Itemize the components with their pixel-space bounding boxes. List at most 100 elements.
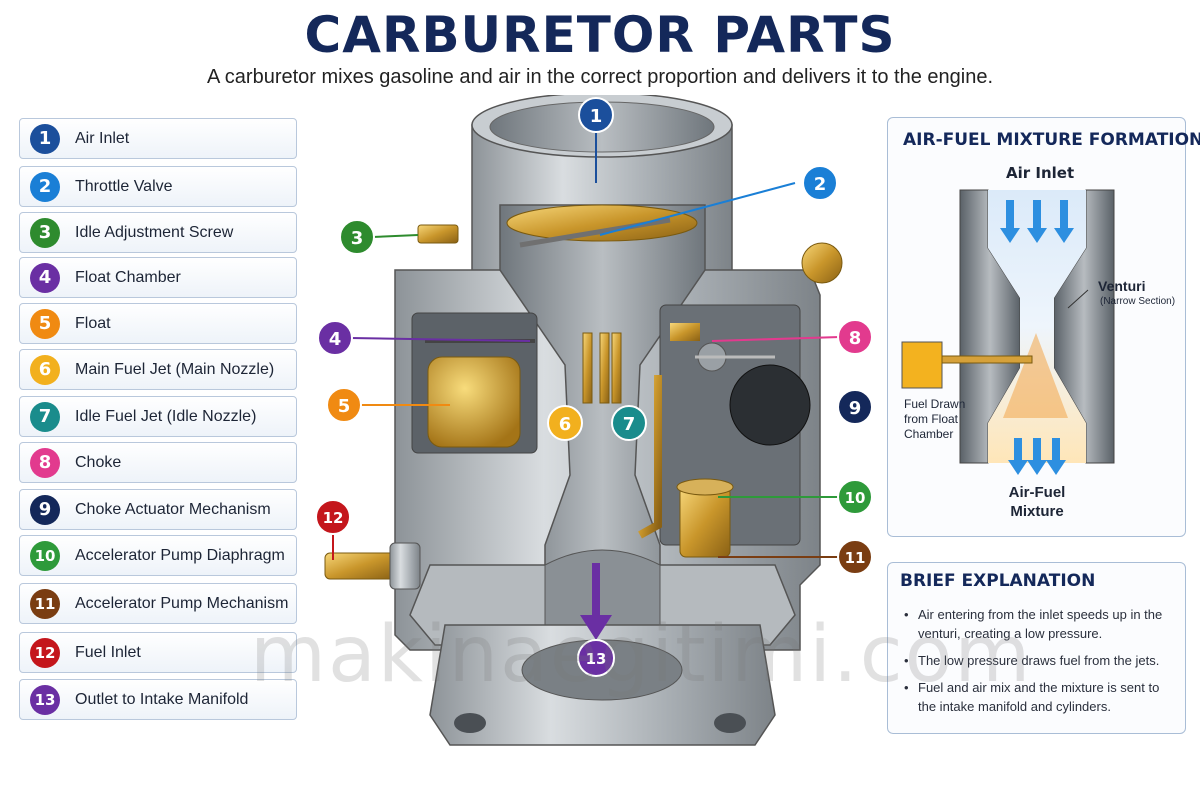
diagram-badge-7: 7 <box>611 405 647 441</box>
svg-text:5: 5 <box>338 396 351 417</box>
diagram-badge-13: 13 <box>577 639 615 677</box>
throttle-shaft <box>519 217 671 248</box>
svg-text:10: 10 <box>845 489 866 507</box>
mixture-formation-panel: AIR-FUEL MIXTURE FORMATION <box>887 117 1200 537</box>
legend-label-11: Accelerator Pump Mechanism <box>75 594 289 612</box>
mix-label-line-1: Air-Fuel <box>1008 484 1066 501</box>
legend-item-8: 8 Choke <box>19 442 297 483</box>
fuel-jets <box>582 332 622 404</box>
page-subtitle: A carburetor mixes gasoline and air in t… <box>207 66 993 88</box>
badge-11: 11 <box>30 588 60 619</box>
legend-label-12: Fuel Inlet <box>75 643 141 661</box>
legend-item-6: 6 Main Fuel Jet (Main Nozzle) <box>19 349 297 390</box>
fuel-label-line-2: from Float <box>904 412 959 426</box>
badge-7: 7 <box>30 401 60 432</box>
air-inlet-label: Air Inlet <box>1006 164 1075 182</box>
venturi-illustration <box>901 189 1115 475</box>
explanation-list: Air entering from the inlet speeds up in… <box>902 605 1177 724</box>
legend-item-4: 4 Float Chamber <box>19 257 297 298</box>
legend-item-10: 10 Accelerator Pump Diaphragm <box>19 535 297 576</box>
legend-label-8: Choke <box>75 453 122 471</box>
badge-3: 3 <box>30 217 60 248</box>
diagram-badge-5: 5 <box>326 387 362 423</box>
legend-label-4: Float Chamber <box>75 268 181 286</box>
explanation-bullet-3: Fuel and air mix and the mixture is sent… <box>902 678 1177 716</box>
legend-item-13: 13 Outlet to Intake Manifold <box>19 679 297 720</box>
badge-12: 12 <box>30 637 60 668</box>
legend-label-1: Air Inlet <box>75 129 130 147</box>
fuel-label-line-1: Fuel Drawn <box>904 397 966 411</box>
svg-text:3: 3 <box>351 228 364 249</box>
svg-text:6: 6 <box>559 414 572 435</box>
carburetor-diagram: 1 2 3 4 5 6 7 <box>300 95 885 795</box>
badge-2: 2 <box>30 171 60 202</box>
choke-mechanism <box>670 242 843 446</box>
badge-1: 1 <box>30 123 60 154</box>
svg-text:7: 7 <box>623 414 636 435</box>
legend-label-5: Float <box>75 314 111 332</box>
diagram-badge-9: 9 <box>837 389 873 425</box>
brief-explanation-panel: BRIEF EXPLANATION Air entering from the … <box>887 562 1186 734</box>
carburetor-cutaway-illustration: 1 2 3 4 5 6 7 <box>315 95 873 746</box>
badge-10: 10 <box>30 540 60 571</box>
diagram-badge-4: 4 <box>317 320 353 356</box>
watermark: makinaegitimi.com <box>250 610 1033 700</box>
fuel-inlet-fitting <box>324 542 421 590</box>
diagram-badge-11: 11 <box>837 539 873 575</box>
venturi-note: (Narrow Section) <box>1100 296 1176 307</box>
legend-label-6: Main Fuel Jet (Main Nozzle) <box>75 360 275 378</box>
svg-text:13: 13 <box>586 650 607 668</box>
legend-item-3: 3 Idle Adjustment Screw <box>19 212 297 253</box>
legend-label-7: Idle Fuel Jet (Idle Nozzle) <box>75 407 257 425</box>
page-title: CARBURETOR PARTS <box>304 6 896 64</box>
svg-text:12: 12 <box>323 509 344 527</box>
outlet-arrow-head <box>580 615 612 640</box>
fuel-drawn-label: Fuel Drawn from Float Chamber <box>904 397 965 442</box>
svg-text:4: 4 <box>329 329 342 350</box>
explanation-bullet-1: Air entering from the inlet speeds up in… <box>902 605 1177 643</box>
legend-label-10: Accelerator Pump Diaphragm <box>75 546 285 564</box>
venturi-label: Venturi <box>1098 278 1146 294</box>
fuel-label-line-3: Chamber <box>904 427 954 441</box>
legend-item-7: 7 Idle Fuel Jet (Idle Nozzle) <box>19 396 297 437</box>
diagram-badge-10: 10 <box>837 479 873 515</box>
explanation-title: BRIEF EXPLANATION <box>900 571 1096 591</box>
base-flange <box>429 624 776 746</box>
badge-5: 5 <box>30 308 60 339</box>
legend-label-3: Idle Adjustment Screw <box>75 223 234 241</box>
svg-text:8: 8 <box>849 328 862 349</box>
leader-lines <box>332 133 841 560</box>
idle-screw <box>417 224 459 244</box>
float-element <box>427 356 521 448</box>
explanation-bullet-2: The low pressure draws fuel from the jet… <box>902 651 1177 670</box>
svg-text:1: 1 <box>590 106 603 127</box>
mixture-panel-title: AIR-FUEL MIXTURE FORMATION <box>903 130 1200 150</box>
legend-label-9: Choke Actuator Mechanism <box>75 500 271 518</box>
badge-13: 13 <box>30 684 60 715</box>
legend-item-5: 5 Float <box>19 303 297 344</box>
legend-item-12: 12 Fuel Inlet <box>19 632 297 673</box>
badge-6: 6 <box>30 354 60 385</box>
svg-text:11: 11 <box>845 549 866 567</box>
accelerator-pump <box>638 375 734 558</box>
diagram-badge-8: 8 <box>837 319 873 355</box>
diagram-badge-1: 1 <box>578 97 614 133</box>
diagram-badge-3: 3 <box>339 219 375 255</box>
diagram-badge-12: 12 <box>315 499 351 535</box>
diagram-badge-2: 2 <box>802 165 838 201</box>
mix-label-line-2: Mixture <box>1010 503 1064 520</box>
legend-label-13: Outlet to Intake Manifold <box>75 690 249 708</box>
svg-text:9: 9 <box>849 398 862 419</box>
badge-8: 8 <box>30 447 60 478</box>
legend-item-1: 1 Air Inlet <box>19 118 297 159</box>
legend-label-2: Throttle Valve <box>75 177 173 195</box>
air-fuel-mixture-label: Air-Fuel Mixture <box>992 483 1082 521</box>
legend-item-2: 2 Throttle Valve <box>19 166 297 207</box>
diagram-badge-6: 6 <box>547 405 583 441</box>
legend-item-9: 9 Choke Actuator Mechanism <box>19 489 297 530</box>
throttle-valve-disc <box>506 204 698 242</box>
badge-4: 4 <box>30 262 60 293</box>
badge-9: 9 <box>30 494 60 525</box>
legend-item-11: 11 Accelerator Pump Mechanism <box>19 583 297 624</box>
svg-text:2: 2 <box>814 174 827 195</box>
